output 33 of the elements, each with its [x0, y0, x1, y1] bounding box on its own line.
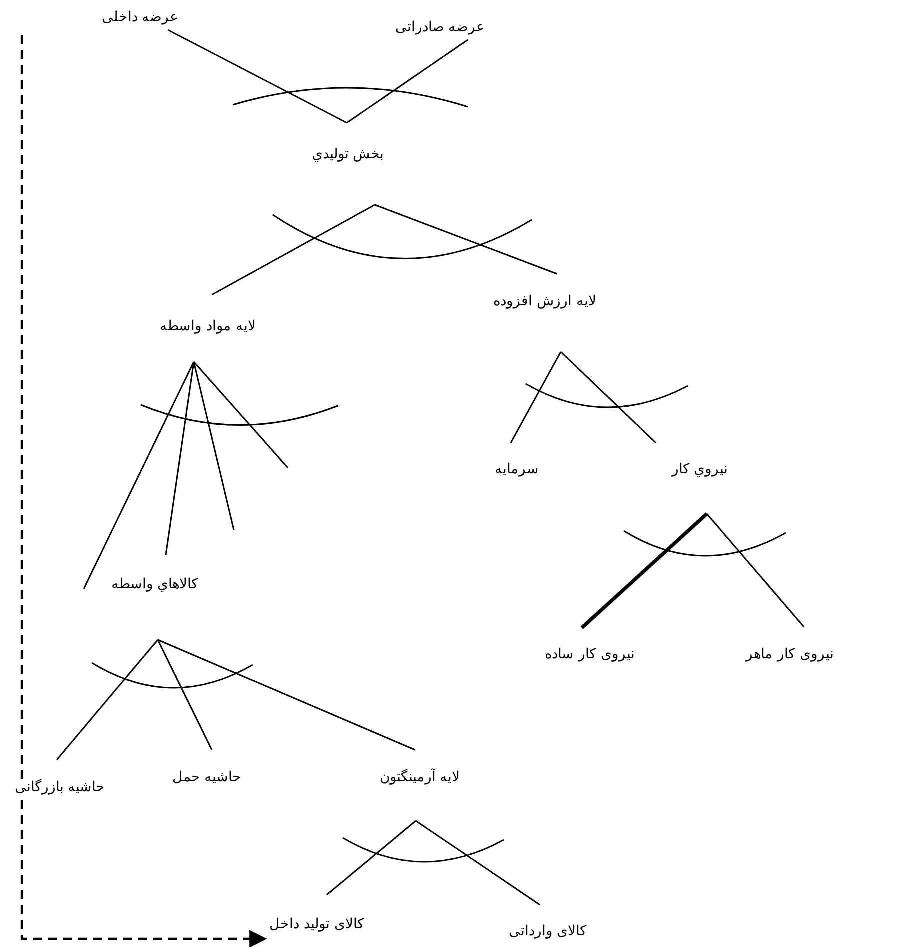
branch-line	[168, 29, 348, 124]
node-label: کالای تولید داخل	[270, 916, 364, 934]
branch-line	[212, 204, 376, 296]
branch-line	[158, 639, 416, 751]
node-label: عرضه صادراتی	[395, 20, 485, 36]
node-label: بخش توليدي	[312, 146, 384, 164]
branch-line	[165, 362, 195, 556]
node-label: کالای وارداتی	[508, 924, 588, 940]
node-label: عرضه داخلی	[102, 10, 178, 26]
branch-line	[416, 820, 540, 906]
branch-line	[346, 39, 468, 124]
branch-line	[580, 512, 708, 630]
node-label: حاشیه بازرگانی	[14, 780, 106, 796]
node-label: كالاهاي واسطه	[111, 576, 199, 594]
dashed-arrow	[20, 35, 268, 947]
node-label: لایه ارزش افزوده	[494, 294, 596, 310]
node-label: نيروي كار	[672, 462, 728, 478]
branch-line	[193, 362, 289, 468]
branch-line	[157, 640, 213, 750]
branch-line	[193, 362, 235, 530]
node-label: لایه آرمینگتون	[380, 770, 460, 786]
node-label: لایه مواد واسطه	[160, 318, 256, 336]
branch-line	[374, 204, 558, 275]
node-label: سرمایه	[495, 462, 539, 478]
branch-line	[83, 362, 195, 590]
branch-line	[510, 352, 562, 444]
branch-line	[560, 351, 657, 444]
node-label: نیروی کار ساده	[545, 646, 635, 664]
node-label: نیروی کار ماهر	[746, 646, 834, 664]
branch-line	[706, 514, 805, 628]
branch-line	[326, 820, 416, 896]
branch-line	[56, 640, 159, 760]
node-label: حاشیه حمل	[172, 770, 242, 786]
